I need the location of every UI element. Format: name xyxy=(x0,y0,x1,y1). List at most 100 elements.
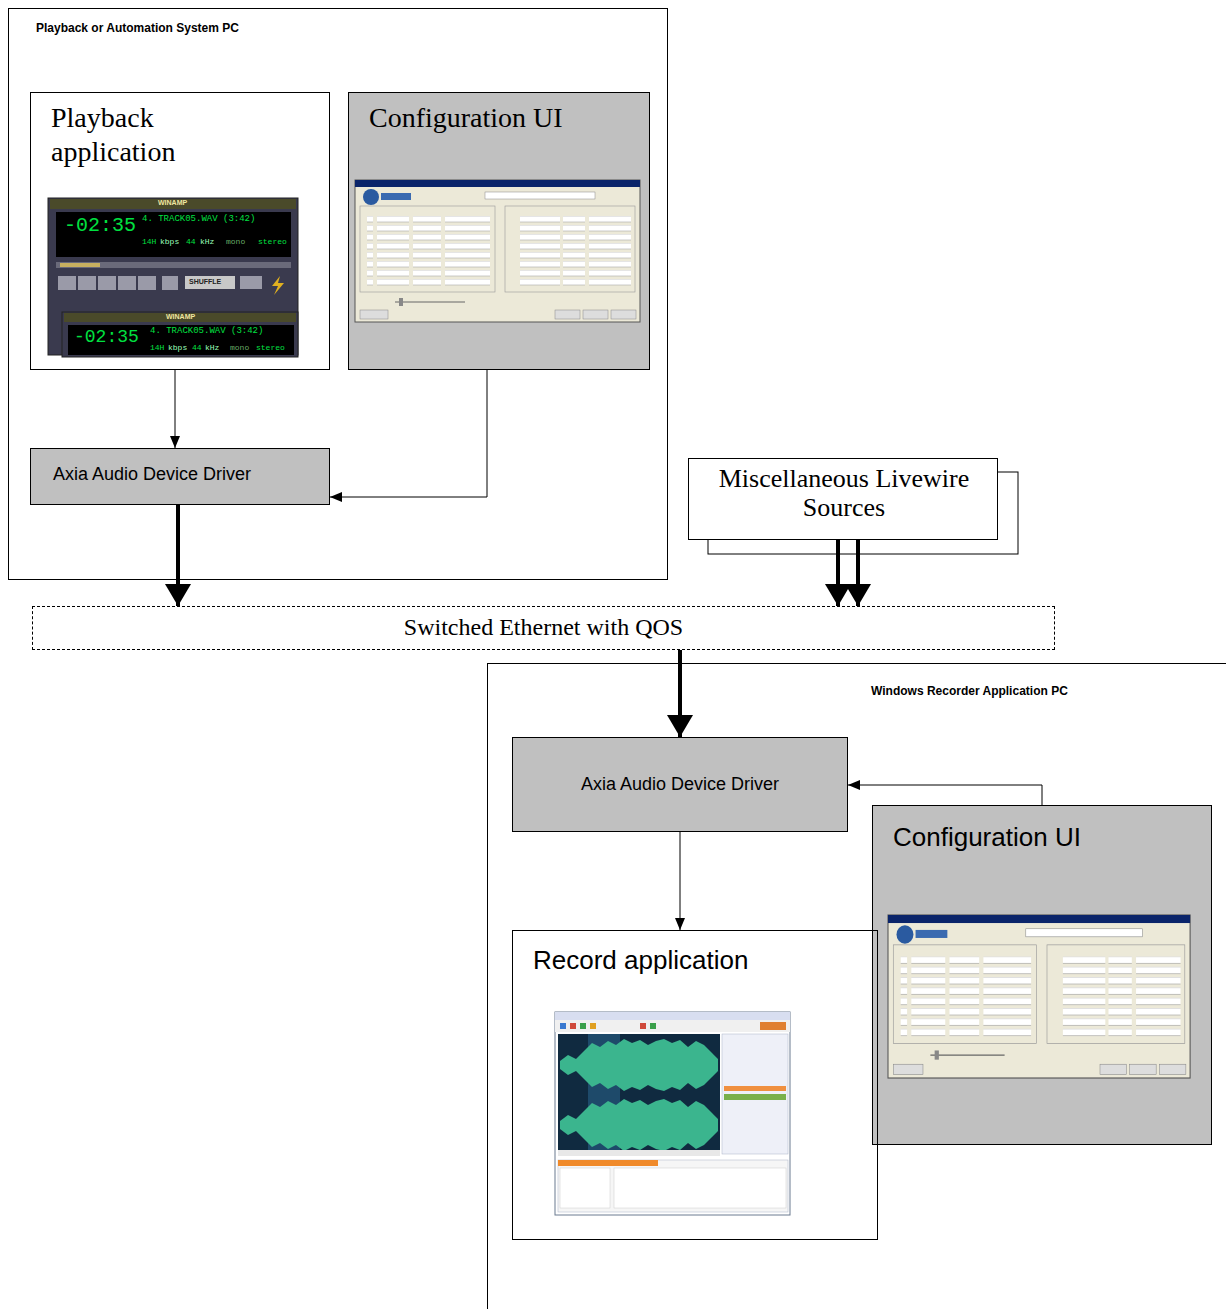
screenshot-part xyxy=(555,1012,790,1020)
screenshot-part xyxy=(185,276,235,289)
text-slot: Playback application xyxy=(51,101,251,168)
screenshot-part xyxy=(62,312,298,357)
screenshot-part xyxy=(555,1012,790,1215)
network-arrow xyxy=(856,540,860,606)
screen-text: WINAMP xyxy=(158,199,187,206)
screenshot-part xyxy=(555,1020,790,1032)
screen-text: WINAMP xyxy=(166,313,195,320)
label-slot: 44 xyxy=(192,344,202,352)
text-slot: Windows Recorder Application PC xyxy=(871,684,1211,698)
label-slot: kHz xyxy=(200,238,214,246)
band-label: Switched Ethernet with QOS xyxy=(33,614,1054,642)
screen-text: stereo xyxy=(256,344,285,352)
box-label: Configuration UI xyxy=(369,101,639,135)
application-box: Record application xyxy=(512,930,878,1240)
screenshot-part xyxy=(590,1023,596,1029)
text-slot: Record application xyxy=(533,945,863,976)
label-slot: WINAMP xyxy=(166,313,195,320)
screenshot-part xyxy=(560,1039,718,1091)
screen-text: mono xyxy=(230,344,249,352)
box-fill xyxy=(872,805,1212,1145)
box-title: Windows Recorder Application PC xyxy=(871,684,1211,698)
config-window xyxy=(888,915,1190,1078)
network-arrow xyxy=(836,540,840,606)
system-pc-box: Playback application Configuration UI Axia… xyxy=(8,8,668,580)
label-slot: -02:35 xyxy=(74,328,139,346)
screenshot-part xyxy=(570,1023,576,1029)
signal-arrow xyxy=(175,370,176,448)
label-slot: kbps xyxy=(160,238,179,246)
source-box: Miscellaneous Livewire Sources xyxy=(688,458,998,540)
screenshot-part xyxy=(272,276,284,295)
recorder-window xyxy=(555,1012,790,1215)
screen-text: 44 xyxy=(186,238,196,246)
text-slot: Axia Audio Device Driver xyxy=(521,774,839,796)
screenshot-part xyxy=(48,198,298,355)
box-label: Axia Audio Device Driver xyxy=(521,774,839,796)
label-slot: stereo xyxy=(258,238,287,246)
box-label: Miscellaneous Livewire Sources xyxy=(699,465,989,522)
label-slot: 14H xyxy=(150,344,164,352)
label-slot: SHUFFLE xyxy=(189,278,221,285)
label-slot: stereo xyxy=(256,344,285,352)
screen-text: kHz xyxy=(205,344,219,352)
screenshot-part xyxy=(640,1023,646,1029)
box-fill xyxy=(30,448,330,505)
screen-text: 4. TRACK05.WAV (3:42) xyxy=(150,327,263,336)
label-slot: 4. TRACK05.WAV (3:42) xyxy=(150,327,263,336)
screenshot-part xyxy=(78,276,96,290)
box-fill xyxy=(512,737,848,832)
screenshot-part xyxy=(60,263,100,267)
box-label: Configuration UI xyxy=(893,822,1193,853)
text-slot: Configuration UI xyxy=(369,101,639,135)
screenshot-part xyxy=(580,1023,586,1029)
config-box: Configuration UI xyxy=(872,805,1212,1145)
screenshot-part xyxy=(64,313,296,322)
screenshot-part xyxy=(558,1160,788,1212)
box-fill xyxy=(688,458,998,540)
recorder-pc-box: Axia Audio Device DriverConfiguration UI… xyxy=(487,663,1226,1309)
signal-arrow xyxy=(330,370,487,497)
screenshot-part xyxy=(724,1094,786,1100)
text-slot: Switched Ethernet with QOS xyxy=(33,614,1054,642)
screen-text: mono xyxy=(226,238,245,246)
label-slot: WINAMP xyxy=(158,199,187,206)
screen-text: kbps xyxy=(168,344,187,352)
text-slot: Miscellaneous Livewire Sources xyxy=(699,465,989,522)
box-label: Playback application xyxy=(51,101,251,168)
label-slot: mono xyxy=(226,238,245,246)
signal-arrow xyxy=(848,785,1042,805)
screen-text: stereo xyxy=(258,238,287,246)
screenshot-part xyxy=(558,1150,720,1156)
screen-text: SHUFFLE xyxy=(189,278,221,285)
screenshot-part xyxy=(138,276,156,290)
screenshot-part xyxy=(614,1168,786,1208)
box-label: Axia Audio Device Driver xyxy=(53,464,323,486)
label-slot: 4. TRACK05.WAV (3:42) xyxy=(142,215,255,224)
screenshot-part xyxy=(558,1034,720,1156)
signal-arrow xyxy=(680,832,681,930)
label-slot: kbps xyxy=(168,344,187,352)
screenshot-part xyxy=(650,1023,656,1029)
label-slot: kHz xyxy=(205,344,219,352)
box-title: Playback or Automation System PC xyxy=(36,21,436,35)
label-slot: -02:35 xyxy=(64,216,136,236)
screenshot-part xyxy=(760,1022,786,1030)
screenshot-part xyxy=(162,276,178,290)
screenshot-part xyxy=(724,1086,786,1091)
config-box: Configuration UI xyxy=(348,92,650,370)
screen-text: 44 xyxy=(192,344,202,352)
screenshot-part xyxy=(722,1034,788,1154)
screenshot-part xyxy=(98,276,116,290)
screenshot-part xyxy=(50,199,296,209)
screen-text: kHz xyxy=(200,238,214,246)
screenshot-part xyxy=(68,325,294,355)
text-slot: Playback or Automation System PC xyxy=(36,21,436,35)
screenshot-part xyxy=(56,212,291,257)
screen-text: kbps xyxy=(160,238,179,246)
text-slot: Configuration UI xyxy=(893,822,1193,853)
screenshot-part xyxy=(560,1099,718,1151)
